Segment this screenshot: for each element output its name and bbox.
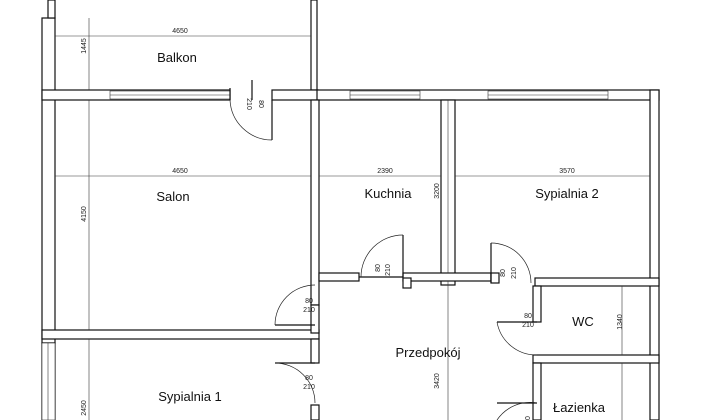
dim-door-salon-height: 210 [303, 307, 315, 314]
dim-sypialnia2-width: 3570 [559, 168, 575, 175]
door-salon [274, 284, 316, 326]
dim-salon-width: 4650 [172, 168, 188, 175]
dim-kuchnia-depth: 3200 [434, 183, 441, 199]
dim-sypialnia1-depth: 2450 [81, 400, 88, 416]
room-label-sypialnia-2: Sypialnia 2 [535, 186, 599, 201]
dim-door-sypialnia2-width: 80 [500, 269, 507, 277]
dim-door-sypialnia1-width: 80 [305, 375, 313, 382]
dim-balkon-width: 4650 [172, 28, 188, 35]
dim-przedpokoj-depth: 3420 [434, 373, 441, 389]
room-label-wc: WC [572, 314, 594, 329]
door-kuchnia [359, 234, 404, 278]
room-label-salon: Salon [156, 189, 189, 204]
door-balkon [229, 80, 273, 141]
dim-balkon-depth: 1445 [81, 38, 88, 54]
room-label-przedpokoj: Przedpokój [395, 345, 460, 360]
room-label-kuchnia: Kuchnia [365, 186, 413, 201]
dim-salon-depth: 4150 [81, 206, 88, 222]
door-wc [496, 321, 538, 356]
dim-kuchnia-width: 2390 [377, 168, 393, 175]
dim-door-salon-width: 80 [305, 298, 313, 305]
room-label-balkon: Balkon [157, 50, 197, 65]
dimension-lines [55, 18, 650, 420]
dim-door-balkon-height: 210 [245, 98, 252, 110]
dim-door-kuchnia-width: 80 [375, 264, 382, 272]
room-label-lazienka: Łazienka [553, 400, 606, 415]
dim-door-wc-height: 210 [522, 322, 534, 329]
dim-wc-depth: 1340 [617, 314, 624, 330]
dim-door-wc-width: 80 [524, 313, 532, 320]
door-sypialnia2 [490, 242, 532, 284]
room-label-sypialnia-1: Sypialnia 1 [158, 389, 222, 404]
dim-door-balkon-width: 80 [257, 100, 264, 108]
door-sypialnia1 [274, 362, 316, 404]
door-lazienka [496, 402, 538, 420]
walls [41, 0, 660, 420]
dim-door-sypialnia1-height: 210 [303, 384, 315, 391]
windows [41, 90, 609, 420]
dim-door-lazienka-width: 80 [525, 416, 532, 420]
dim-door-sypialnia2-height: 210 [511, 267, 518, 279]
dim-door-kuchnia-height: 210 [385, 264, 392, 276]
